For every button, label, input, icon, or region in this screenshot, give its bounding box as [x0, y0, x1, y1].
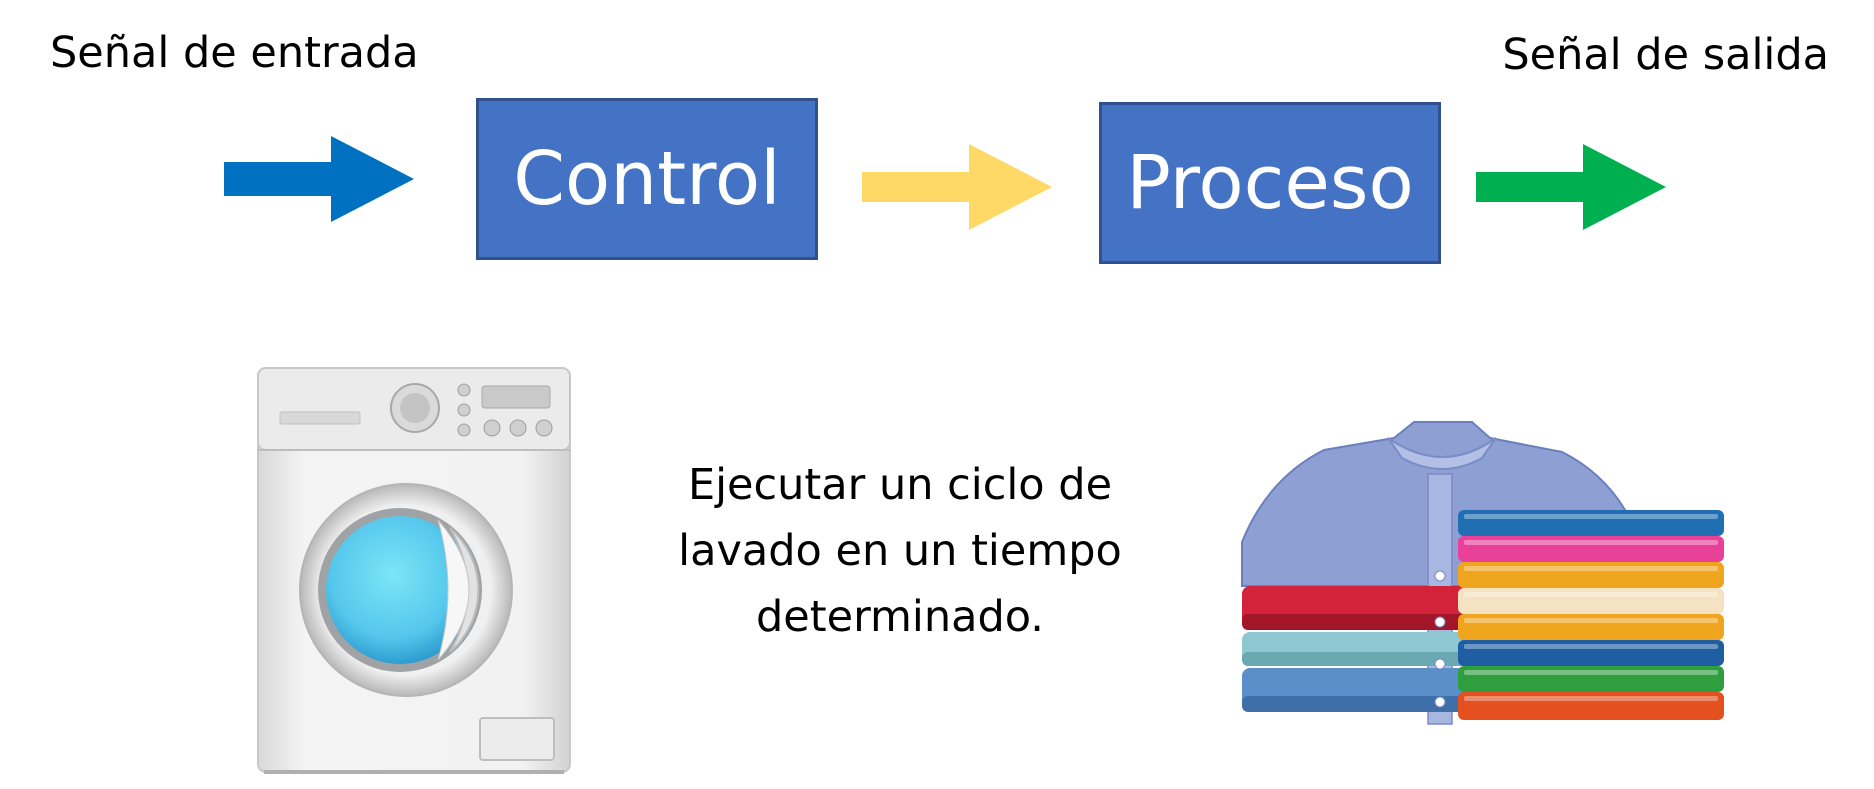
control-to-process-arrow [862, 144, 1052, 230]
description-line: Ejecutar un ciclo de [687, 460, 1113, 510]
control-block: Control [476, 98, 818, 260]
description-line: lavado en un tiempo [678, 526, 1122, 576]
output-arrow [1476, 144, 1666, 230]
description-line: determinado. [756, 592, 1044, 642]
control-block-label: Control [513, 136, 781, 222]
input-arrow [224, 136, 414, 222]
process-block-label: Proceso [1126, 140, 1414, 226]
folded-clothes-stack-icon [1241, 421, 1724, 725]
process-description: Ejecutar un ciclo de lavado en un tiempo… [640, 452, 1160, 650]
input-signal-label: Señal de entrada [50, 28, 419, 78]
washing-machine-icon [257, 367, 571, 774]
output-signal-label: Señal de salida [1502, 30, 1829, 80]
process-block: Proceso [1099, 102, 1441, 264]
